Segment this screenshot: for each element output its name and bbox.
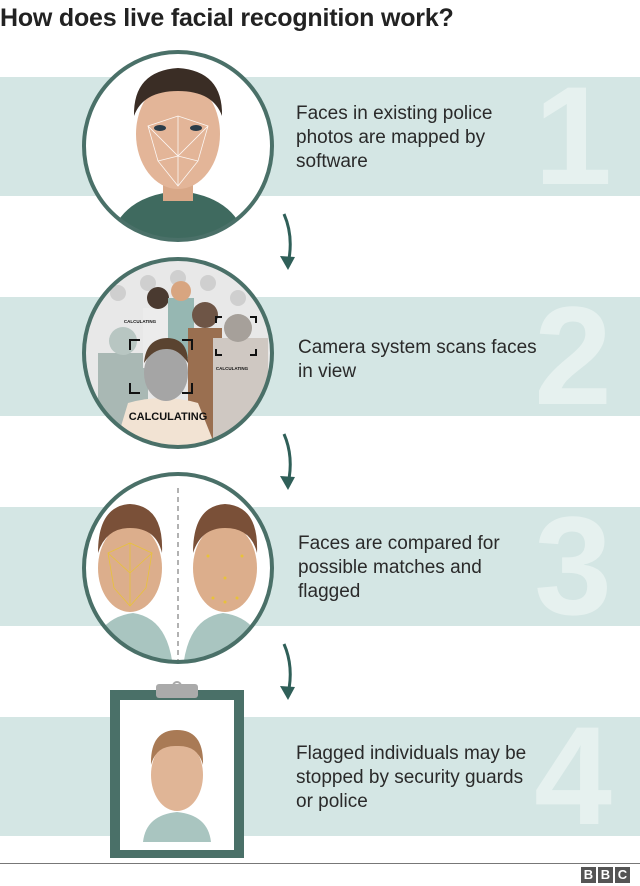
logo-letter: B: [598, 867, 613, 883]
logo-letter: B: [581, 867, 596, 883]
face-comparison-illustration: [82, 472, 274, 664]
down-arrow-icon: [280, 643, 295, 700]
mapped-face-illustration: [82, 50, 274, 242]
clipboard-photo-illustration: [110, 681, 244, 858]
step-2-text: Camera system scans faces in view: [298, 337, 537, 382]
step-number: 2: [534, 277, 612, 434]
calculating-label: CALCULATING: [216, 366, 249, 371]
down-arrow-icon: [280, 213, 295, 270]
step-4-text: Flagged individuals may be stopped by se…: [296, 743, 527, 812]
step-number: 1: [534, 57, 612, 214]
bbc-logo: B B C: [581, 867, 630, 883]
step-3-text: Faces are compared for possible matches …: [298, 533, 500, 602]
crowd-scan-illustration: CALCULATING CALCULATING CALCULATING: [82, 257, 274, 449]
calculating-label: CALCULATING: [124, 319, 157, 324]
step-4-band: 4: [0, 706, 640, 846]
step-number: 4: [534, 697, 612, 854]
page-title: How does live facial recognition work?: [0, 4, 454, 32]
step-number: 3: [534, 487, 612, 644]
step-1-text: Faces in existing police photos are mapp…: [296, 103, 493, 172]
logo-letter: C: [615, 867, 630, 883]
down-arrow-icon: [280, 433, 295, 490]
calculating-label: CALCULATING: [129, 411, 208, 423]
footer-divider: [0, 863, 640, 864]
